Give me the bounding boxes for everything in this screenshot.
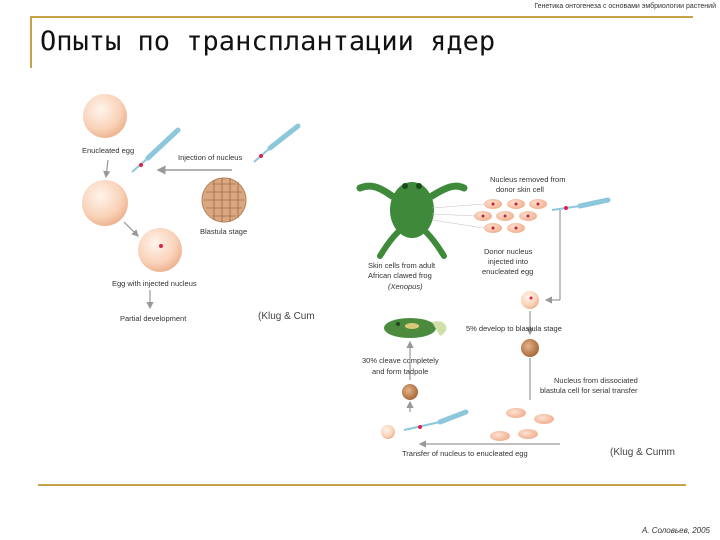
label-transfer: Transfer of nucleus to enucleated egg <box>402 449 528 458</box>
label-xenopus: (Xenopus) <box>388 282 423 291</box>
egg-receiving-nucleus <box>82 180 128 226</box>
label-blastula: Blastula stage <box>200 227 247 236</box>
right-diagram: Nucleus removed from donor skin cell Ski… <box>356 175 675 458</box>
frog-illustration <box>356 182 468 259</box>
page-title: Опыты по трансплантации ядер <box>40 26 496 57</box>
label-injection: Injection of nucleus <box>178 153 242 162</box>
label-donor-1: Donor nucleus <box>484 247 533 256</box>
egg-with-injected-nucleus <box>138 228 182 272</box>
label-dissociated-1: Nucleus from dissociated <box>554 376 638 385</box>
blastula-cells <box>204 178 244 222</box>
pipette-left-2 <box>253 123 301 163</box>
credit-left: (Klug & Cum <box>258 311 315 322</box>
title-frame <box>30 16 693 68</box>
pipette-right-2 <box>403 409 469 431</box>
bottom-rule <box>38 484 686 486</box>
label-cleave-2: and form tadpole <box>372 367 428 376</box>
label-dissociated-2: blastula cell for serial transfer <box>540 386 638 395</box>
label-cleave-1: 30% cleave completely <box>362 356 439 365</box>
blastula-for-tadpole <box>402 384 418 400</box>
egg-with-donor-nucleus <box>521 291 539 309</box>
enucleated-egg <box>83 94 127 138</box>
pipette-left-1 <box>131 127 181 173</box>
footer-author: А. Соловьев, 2005 <box>641 526 710 535</box>
label-enucleated-egg: Enucleated egg <box>82 146 134 155</box>
label-skin-cells-2: African clawed frog <box>368 271 432 280</box>
label-nucleus-removed-2: donor skin cell <box>496 185 544 194</box>
label-skin-cells-1: Skin cells from adult <box>368 261 436 270</box>
enucleated-egg-serial <box>381 425 395 439</box>
header-note: Генетика онтогенеза с основами эмбриолог… <box>534 3 716 10</box>
label-develop: 5% develop to blastula stage <box>466 324 562 333</box>
label-donor-2: injected into <box>488 257 528 266</box>
blastula-right <box>521 339 539 357</box>
skin-cells <box>474 199 547 233</box>
label-donor-3: enucleated egg <box>482 267 533 276</box>
label-nucleus-removed-1: Nucleus removed from <box>490 175 565 184</box>
pipette-right-1 <box>551 197 611 211</box>
tadpole-illustration <box>384 318 447 338</box>
label-partial: Partial development <box>120 314 187 323</box>
frog-to-cells-lines <box>431 203 485 229</box>
dissociated-cells <box>490 408 554 441</box>
credit-right: (Klug & Cumm <box>610 447 675 458</box>
left-diagram: Enucleated egg Injection of nucleus Blas… <box>82 94 315 323</box>
label-egg-injected: Egg with injected nucleus <box>112 279 197 288</box>
